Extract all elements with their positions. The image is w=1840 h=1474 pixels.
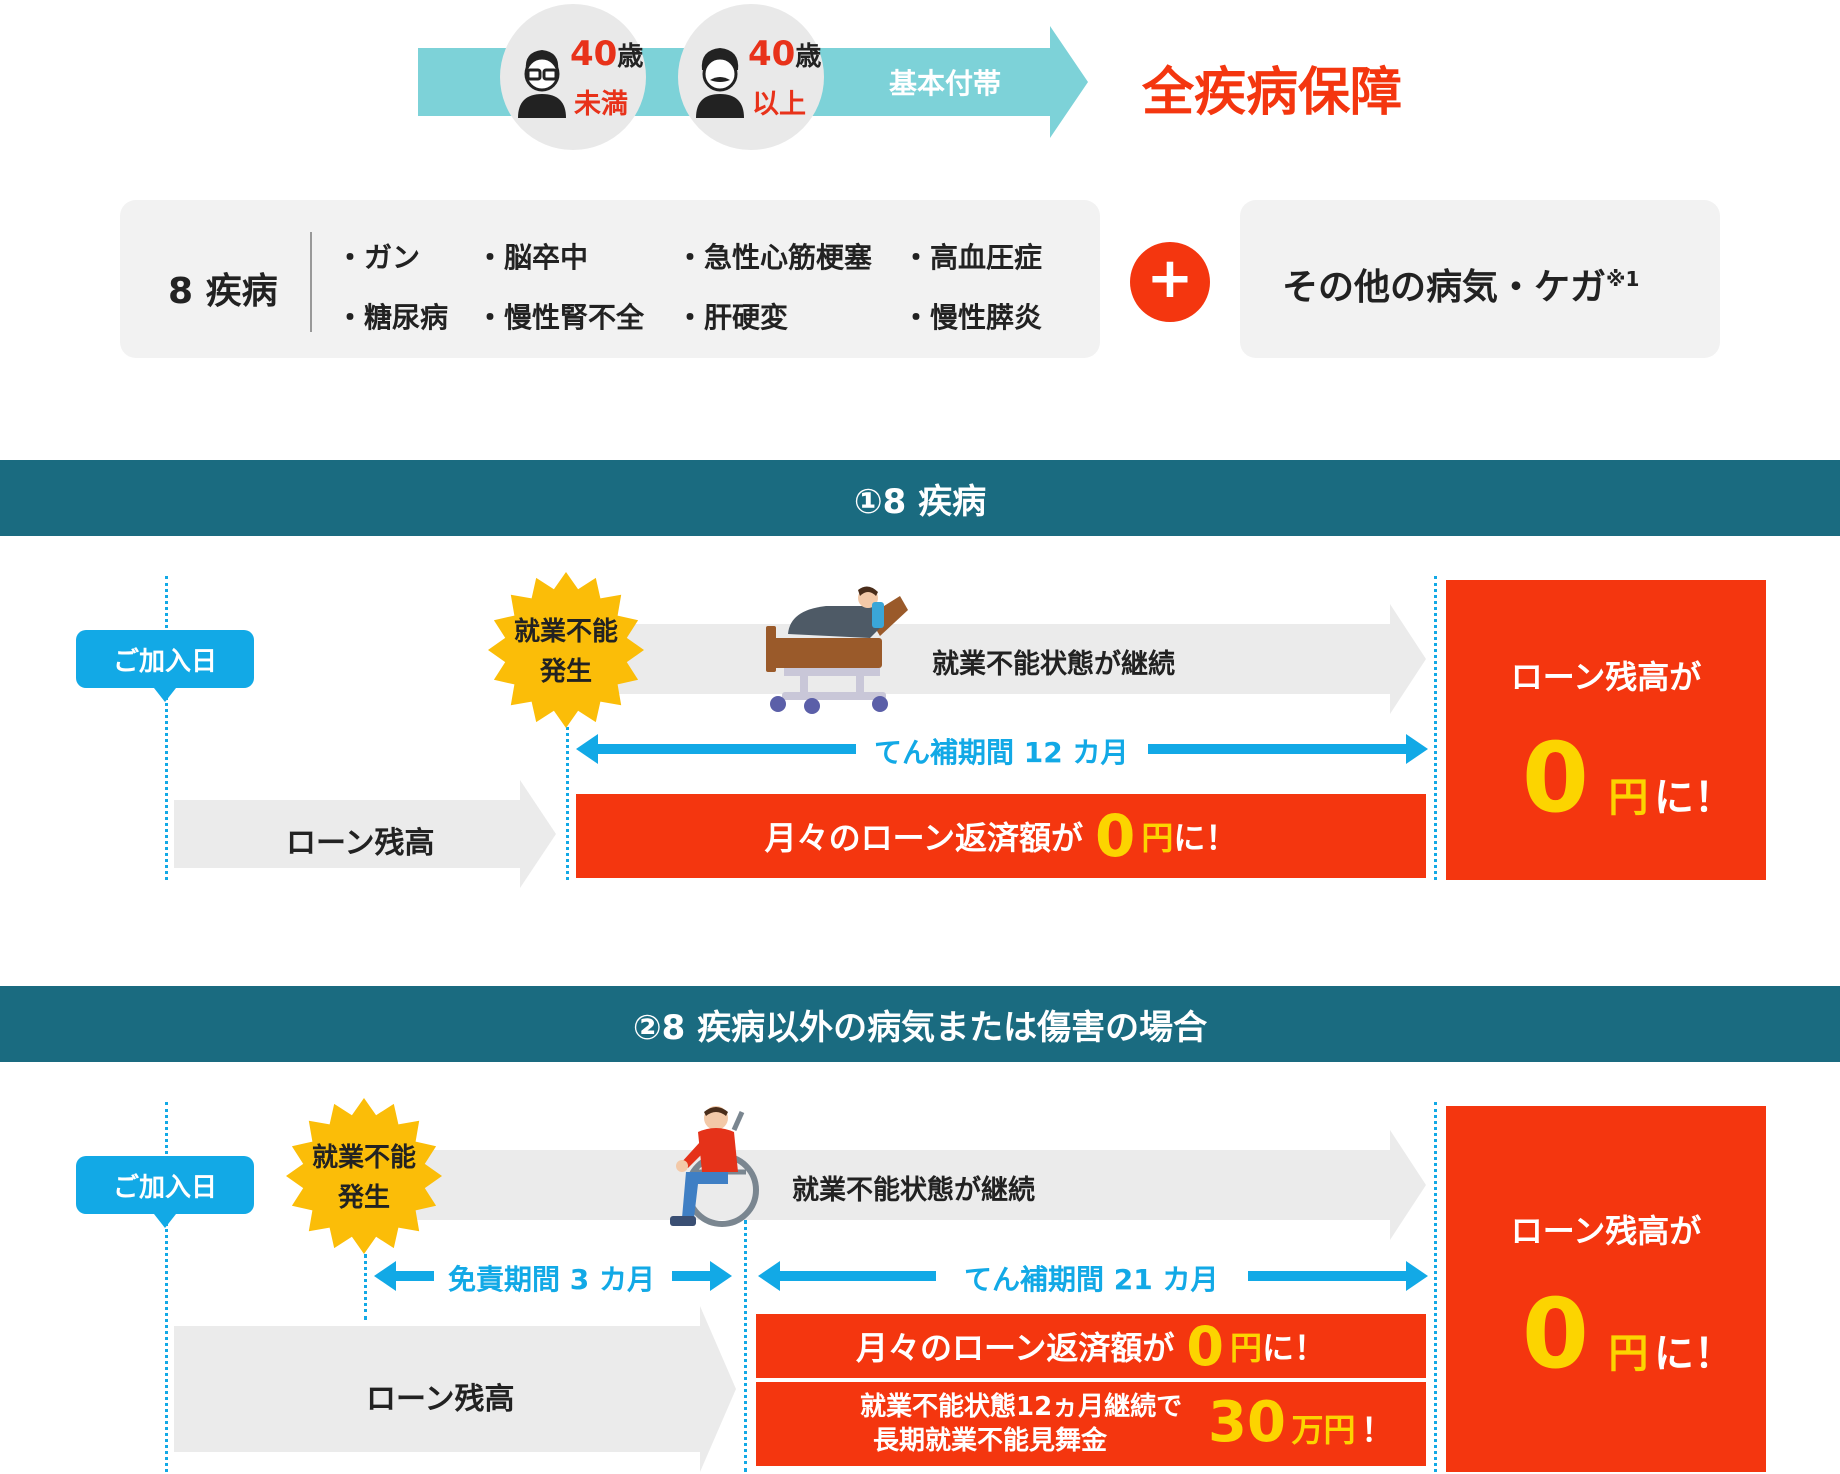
eight-disease-panel bbox=[120, 200, 1100, 358]
onset-burst-icon bbox=[488, 572, 644, 728]
man-glasses-icon bbox=[518, 50, 566, 118]
age-over-label: 以上 bbox=[752, 89, 806, 120]
longterm-benefit-bar: 就業不能状態12ヵ月継続で 長期就業不能見舞金 30 万円 ！ bbox=[756, 1382, 1426, 1466]
coverage-period-arrow bbox=[576, 734, 1428, 764]
longterm-line1: 就業不能状態12ヵ月継続で bbox=[860, 1392, 1183, 1422]
dotted-line bbox=[364, 1254, 367, 1320]
arrow-label: 基本付帯 bbox=[888, 67, 1001, 100]
result-zero: 0 bbox=[1522, 1278, 1589, 1390]
join-date-badge: ご加入日 bbox=[76, 630, 254, 688]
onset-burst-text: 就業不能 発生 bbox=[284, 1138, 444, 1218]
onset-line2: 発生 bbox=[337, 1183, 390, 1213]
continue-label: 就業不能状態が継続 bbox=[792, 1175, 1035, 1206]
age-under-number: 40 bbox=[570, 34, 618, 74]
onset-burst-icon bbox=[286, 1098, 442, 1254]
disease-item: ・慢性腎不全 bbox=[476, 301, 645, 334]
section1-title-band: ①8 疾病 bbox=[0, 460, 1840, 536]
disease-item: ・ガン bbox=[336, 241, 421, 274]
monthly-post: に！ bbox=[1261, 1329, 1326, 1367]
exemption-period-arrow bbox=[374, 1261, 732, 1291]
disease-item: ・高血圧症 bbox=[902, 241, 1043, 274]
result-line1: ローン残高が bbox=[1510, 1212, 1702, 1250]
loan-balance-label: ローン残高 bbox=[366, 1382, 515, 1417]
loan-zero-result-box: ローン残高が 0 円 に！ bbox=[1446, 580, 1766, 880]
monthly-payment-zero-bar: 月々のローン返済額が 0 円 に！ bbox=[576, 794, 1426, 878]
result-zero-row: 0 円 に！ bbox=[1522, 730, 1734, 826]
dotted-line bbox=[566, 720, 569, 880]
section2-title: ②8 疾病以外の病気または傷害の場合 bbox=[632, 1007, 1208, 1048]
longterm-amount-row: 30 万円 ！ bbox=[1208, 1390, 1393, 1455]
age-under-40-circle: 40歳 未満 bbox=[500, 4, 646, 150]
exemption-period-label: 免責期間 3 カ月 bbox=[448, 1263, 655, 1296]
age-under-label: 未満 bbox=[574, 89, 628, 120]
panel-divider bbox=[310, 232, 312, 332]
age-over-unit: 歳 bbox=[795, 42, 822, 72]
section1-title: ①8 疾病 bbox=[853, 481, 987, 522]
result-zero-row: 0 円 に！ bbox=[1522, 1286, 1734, 1382]
disease-item: ・脳卒中 bbox=[476, 241, 589, 274]
monthly-post: に！ bbox=[1173, 819, 1238, 857]
result-line1: ローン残高が bbox=[1510, 658, 1702, 696]
dotted-line bbox=[165, 1102, 168, 1472]
join-date-label: ご加入日 bbox=[112, 1172, 217, 1203]
coverage-period-label: てん補期間 12 カ月 bbox=[874, 736, 1129, 769]
loan-zero-result-box: ローン残高が 0 円 に！ bbox=[1446, 1106, 1766, 1472]
monthly-payment-zero-bar: 月々のローン返済額が 0 円 に！ bbox=[756, 1314, 1426, 1378]
other-illness-label: その他の病気・ケガ※1 bbox=[1282, 258, 1639, 310]
monthly-pre: 月々のローン返済額が bbox=[764, 819, 1083, 857]
age-over-number: 40 bbox=[748, 34, 796, 74]
result-post: に！ bbox=[1653, 1331, 1734, 1377]
dotted-line bbox=[1434, 576, 1437, 880]
plus-symbol: + bbox=[1146, 246, 1194, 311]
age-under-unit: 歳 bbox=[617, 42, 644, 72]
other-illness-panel bbox=[1240, 200, 1720, 358]
monthly-zero: 0 bbox=[1186, 1314, 1224, 1378]
join-date-badge: ご加入日 bbox=[76, 1156, 254, 1214]
monthly-yen: 円 bbox=[1229, 1329, 1262, 1367]
onset-line2: 発生 bbox=[539, 657, 592, 687]
monthly-zero: 0 bbox=[1095, 802, 1136, 870]
badge-pointer bbox=[154, 688, 176, 702]
continue-arrow bbox=[400, 1130, 1426, 1240]
age-over-40-circle: 40歳 以上 bbox=[678, 4, 824, 150]
longterm-unit: 万円 bbox=[1291, 1411, 1356, 1449]
wheelchair-person-icon bbox=[670, 1106, 759, 1227]
longterm-line2: 長期就業不能見舞金 bbox=[872, 1426, 1107, 1456]
monthly-yen: 円 bbox=[1141, 819, 1174, 857]
other-illness-note: ※1 bbox=[1606, 267, 1640, 291]
result-post: に！ bbox=[1653, 775, 1734, 821]
section2-title-band: ②8 疾病以外の病気または傷害の場合 bbox=[0, 986, 1840, 1062]
onset-line1: 就業不能 bbox=[311, 1143, 416, 1173]
coverage-period-arrow bbox=[758, 1261, 1428, 1291]
result-zero: 0 bbox=[1522, 722, 1589, 834]
disease-item: ・肝硬変 bbox=[676, 301, 789, 334]
dotted-line bbox=[744, 1220, 747, 1472]
disease-item: ・糖尿病 bbox=[336, 301, 449, 334]
hospital-bed-patient-icon bbox=[766, 586, 908, 714]
headline-all-disease: 全疾病保障 bbox=[1142, 63, 1403, 123]
dotted-line bbox=[1434, 1102, 1437, 1472]
disease-item: ・慢性膵炎 bbox=[902, 301, 1043, 334]
loan-balance-arrow bbox=[174, 780, 556, 888]
result-yen: 円 bbox=[1608, 775, 1649, 821]
loan-balance-arrow bbox=[174, 1306, 736, 1472]
loan-balance-label: ローン残高 bbox=[286, 826, 435, 861]
longterm-text: 就業不能状態12ヵ月継続で 長期就業不能見舞金 bbox=[860, 1390, 1183, 1458]
plus-icon: + bbox=[1130, 242, 1210, 322]
other-illness-text: その他の病気・ケガ bbox=[1282, 267, 1607, 308]
disease-item: ・急性心筋梗塞 bbox=[676, 241, 873, 274]
eight-disease-heading: 8 疾病 bbox=[168, 271, 278, 312]
monthly-pre: 月々のローン返済額が bbox=[855, 1329, 1175, 1367]
badge-pointer bbox=[154, 1214, 176, 1228]
coverage-period-label: てん補期間 21 カ月 bbox=[964, 1263, 1219, 1296]
result-yen: 円 bbox=[1608, 1331, 1649, 1377]
man-mustache-icon bbox=[696, 48, 744, 118]
onset-burst-text: 就業不能 発生 bbox=[486, 612, 646, 692]
longterm-post: ！ bbox=[1361, 1411, 1394, 1449]
continue-label: 就業不能状態が継続 bbox=[932, 649, 1175, 680]
longterm-amount: 30 bbox=[1208, 1390, 1286, 1455]
dotted-line bbox=[165, 576, 168, 880]
onset-line1: 就業不能 bbox=[513, 617, 618, 647]
join-date-label: ご加入日 bbox=[112, 646, 217, 677]
